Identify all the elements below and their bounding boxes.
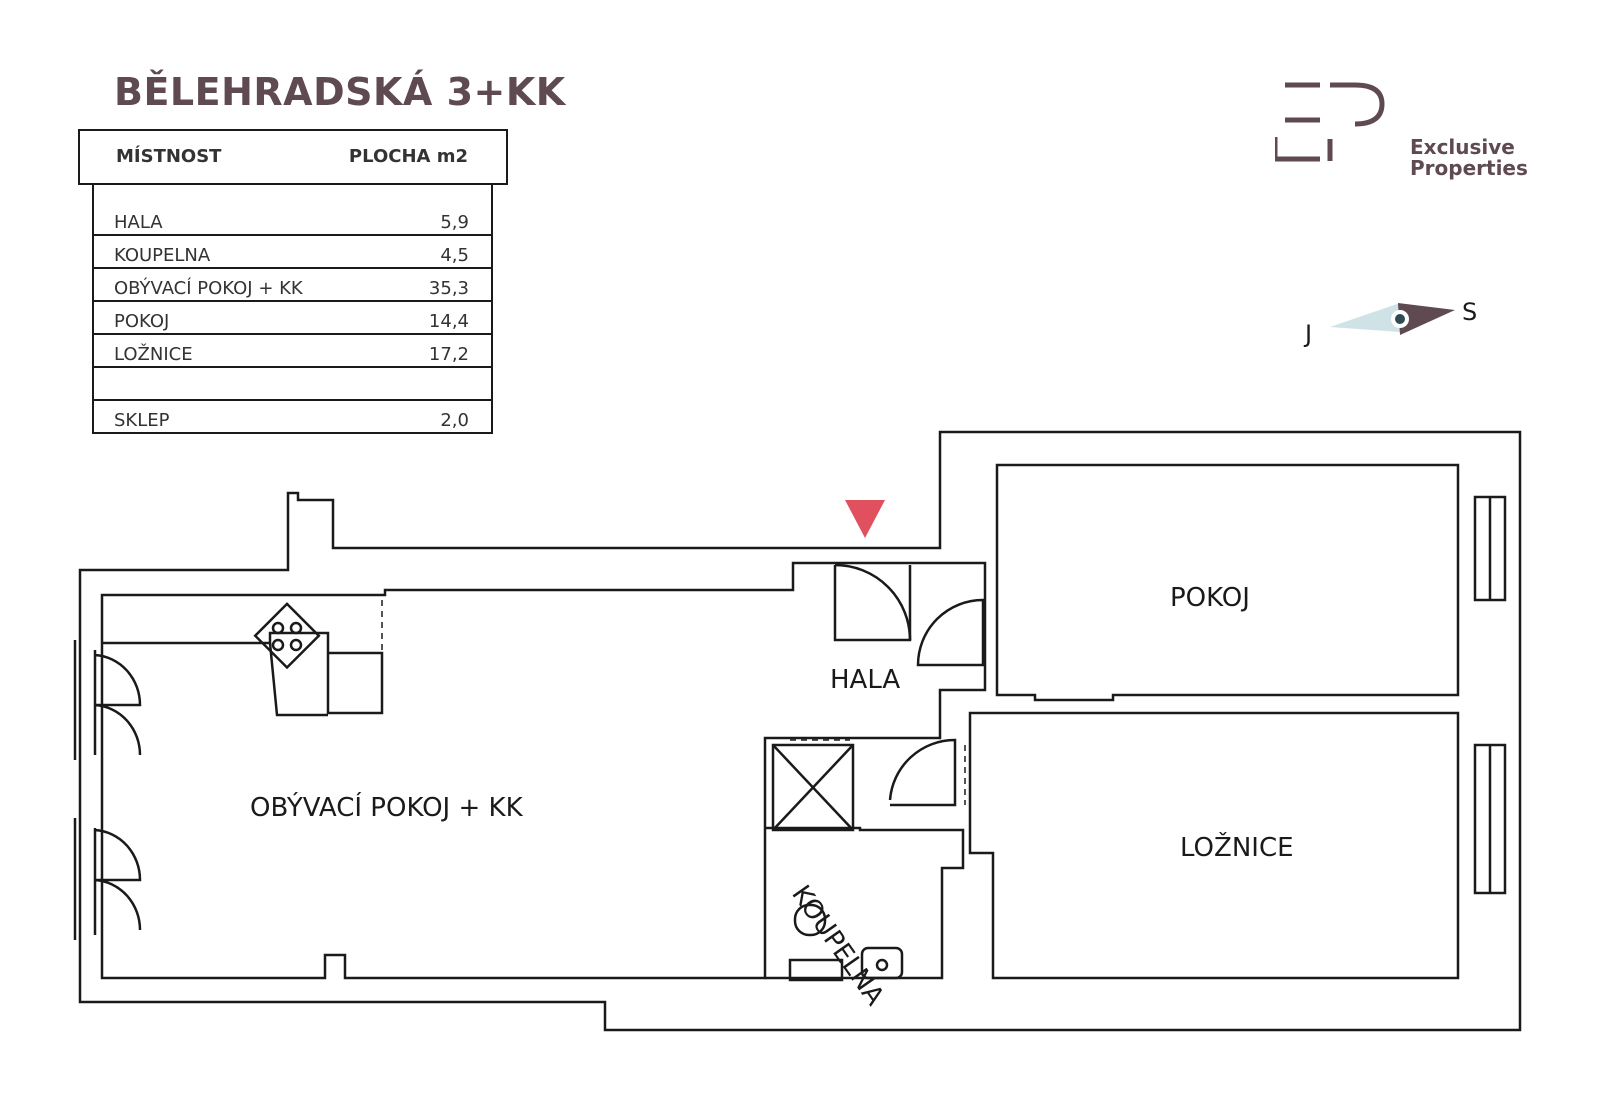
table-row bbox=[94, 368, 491, 401]
compass-south-label: J bbox=[1305, 320, 1313, 348]
table-body: HALA 5,9 KOUPELNA 4,5 OBÝVACÍ POKOJ + KK 35… bbox=[92, 185, 493, 434]
header-room: MÍSTNOST bbox=[116, 146, 222, 167]
window-door-2 bbox=[93, 828, 142, 935]
row-name: POKOJ bbox=[114, 311, 170, 332]
shower bbox=[771, 743, 855, 832]
row-area: 2,0 bbox=[440, 410, 469, 431]
row-name: KOUPELNA bbox=[114, 245, 211, 266]
window-pokoj bbox=[1473, 495, 1507, 602]
compass-icon bbox=[1330, 303, 1455, 335]
hob-icon bbox=[253, 602, 321, 670]
wc bbox=[793, 903, 827, 937]
table-row: SKLEP 2,0 bbox=[94, 401, 491, 434]
door-bath bbox=[888, 738, 957, 807]
row-area: 35,3 bbox=[428, 278, 469, 299]
row-area: 4,5 bbox=[440, 245, 469, 266]
kitchen-counter bbox=[102, 631, 384, 715]
table-row: HALA 5,9 bbox=[94, 203, 491, 236]
pokoj-wall bbox=[995, 463, 1460, 702]
row-name: LOŽNICE bbox=[114, 344, 193, 365]
row-name: HALA bbox=[114, 212, 163, 233]
loznice-wall bbox=[968, 711, 1460, 980]
table-row: LOŽNICE 17,2 bbox=[94, 335, 491, 368]
compass-north-label: S bbox=[1462, 298, 1478, 326]
room-label-loznice: LOŽNICE bbox=[1180, 833, 1294, 863]
table-row: OBÝVACÍ POKOJ + KK 35,3 bbox=[94, 269, 491, 302]
logo-line-1: Exclusive bbox=[1410, 135, 1515, 159]
table-header: MÍSTNOST PLOCHA m2 bbox=[78, 129, 508, 185]
row-name: SKLEP bbox=[114, 410, 170, 431]
table-row: POKOJ 14,4 bbox=[94, 302, 491, 335]
outer-wall bbox=[78, 430, 1522, 1032]
logo-line-2: Properties bbox=[1410, 156, 1528, 180]
page-title: BĚLEHRADSKÁ 3+KK bbox=[114, 70, 566, 114]
row-area: 5,9 bbox=[440, 212, 469, 233]
door-pokoj bbox=[916, 598, 985, 667]
room-label-obyvaci: OBÝVACÍ POKOJ + KK bbox=[250, 793, 523, 823]
room-label-hala: HALA bbox=[830, 665, 901, 695]
row-name: OBÝVACÍ POKOJ + KK bbox=[114, 278, 303, 299]
area-table: MÍSTNOST PLOCHA m2 HALA 5,9 KOUPELNA 4,5 O… bbox=[78, 129, 508, 434]
table-row: KOUPELNA 4,5 bbox=[94, 236, 491, 269]
living-room-wall bbox=[100, 561, 987, 980]
row-area: 14,4 bbox=[428, 311, 469, 332]
ep-logo-icon bbox=[1275, 82, 1385, 162]
sink bbox=[860, 946, 904, 980]
entrance-door bbox=[833, 563, 912, 642]
entrance-marker-icon bbox=[845, 500, 885, 538]
header-area: PLOCHA m2 bbox=[348, 146, 468, 167]
bathroom-wall bbox=[765, 826, 965, 980]
room-label-pokoj: POKOJ bbox=[1170, 583, 1250, 613]
row-area: 17,2 bbox=[428, 344, 469, 365]
logo-text: Exclusive Properties bbox=[1410, 137, 1528, 179]
window-door-1 bbox=[93, 650, 142, 756]
window-loznice bbox=[1473, 743, 1507, 895]
